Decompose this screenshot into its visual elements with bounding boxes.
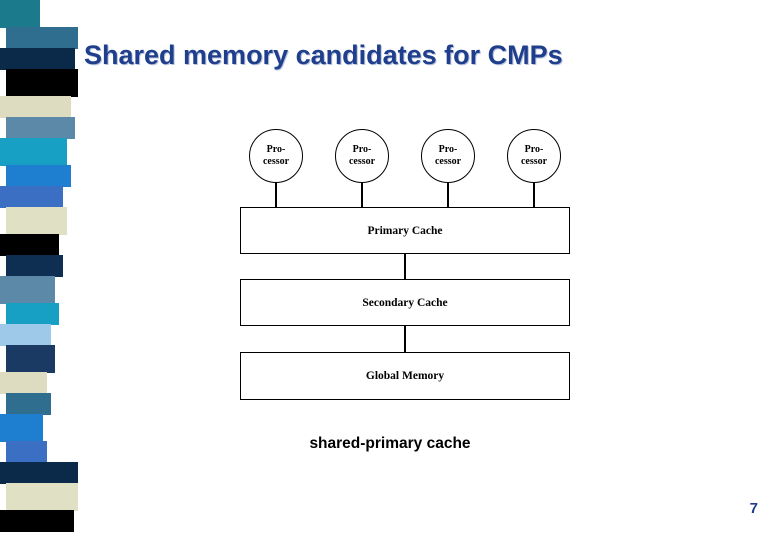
stripe-band <box>0 234 59 256</box>
decorative-stripe-column <box>0 0 78 540</box>
stripe-band <box>6 207 67 235</box>
connector-processor-4 <box>533 182 535 208</box>
stripe-band <box>0 414 43 442</box>
secondary-cache-box: Secondary Cache <box>240 279 570 326</box>
stripe-band <box>6 393 51 415</box>
connector-processor-2 <box>361 182 363 208</box>
processor-node-2: Pro- cessor <box>335 129 389 183</box>
processor-label-line1: Pro- <box>266 144 286 155</box>
connector-processor-1 <box>275 182 277 208</box>
processor-label-line2: cessor <box>520 156 548 167</box>
stripe-band <box>0 276 55 304</box>
connector-secondary-to-global <box>404 326 406 352</box>
processor-label-line2: cessor <box>434 156 462 167</box>
stripe-band <box>0 372 47 394</box>
diagram-caption: shared-primary cache <box>309 435 471 452</box>
stripe-band <box>6 441 47 463</box>
stripe-band <box>6 117 75 139</box>
stripe-band <box>0 462 78 484</box>
processor-label-line1: Pro- <box>524 144 544 155</box>
page-number: 7 <box>749 500 758 517</box>
global-memory-box: Global Memory <box>240 352 570 400</box>
processor-label-line2: cessor <box>262 156 290 167</box>
stripe-band <box>6 27 78 49</box>
global-memory-label: Global Memory <box>365 370 445 382</box>
stripe-band <box>6 69 78 97</box>
stripe-band <box>0 96 71 118</box>
stripe-band <box>0 510 74 532</box>
processor-label-line1: Pro- <box>438 144 458 155</box>
stripe-band <box>0 138 67 166</box>
connector-primary-to-secondary <box>404 254 406 279</box>
secondary-cache-label: Secondary Cache <box>362 296 448 309</box>
stripe-band <box>0 48 75 70</box>
stripe-band <box>6 303 59 325</box>
stripe-band <box>0 324 51 346</box>
processor-label-line2: cessor <box>348 156 376 167</box>
page-title: Shared memory candidates for CMPs <box>84 40 563 70</box>
processor-node-3: Pro- cessor <box>421 129 475 183</box>
processor-node-1: Pro- cessor <box>249 129 303 183</box>
stripe-band <box>6 255 63 277</box>
processor-label-line1: Pro- <box>352 144 372 155</box>
primary-cache-box: Primary Cache <box>240 207 570 254</box>
primary-cache-label: Primary Cache <box>367 224 443 237</box>
stripe-band <box>6 483 78 511</box>
connector-processor-3 <box>447 182 449 208</box>
stripe-band <box>6 165 71 187</box>
stripe-band <box>6 345 55 373</box>
stripe-band <box>0 186 63 208</box>
stripe-band <box>0 0 40 28</box>
processor-node-4: Pro- cessor <box>507 129 561 183</box>
